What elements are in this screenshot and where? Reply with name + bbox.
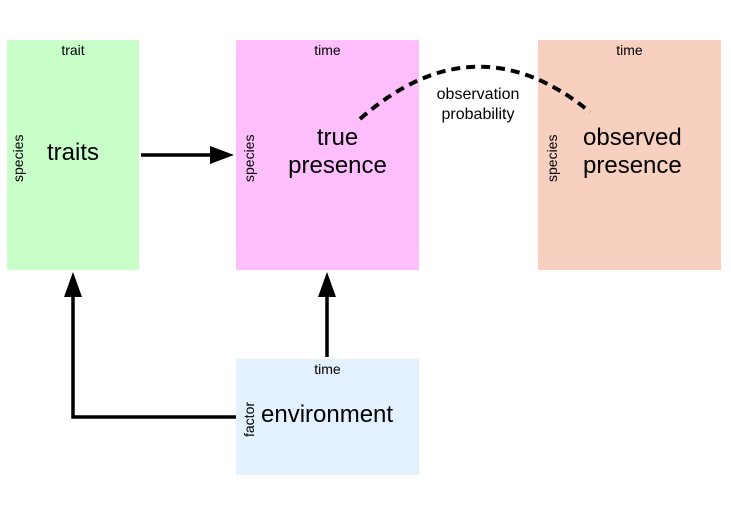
environment-box: time factor environment <box>236 359 419 475</box>
true-presence-box: time species true presence <box>236 40 419 270</box>
observation-probability-label: observation probability <box>423 85 533 125</box>
true-presence-time-label: time <box>314 42 341 58</box>
observed-presence-line2: presence <box>583 152 682 179</box>
environment-to-presence-arrowhead <box>318 272 336 297</box>
environment-to-traits-arrowhead <box>64 272 82 297</box>
environment-title: environment <box>261 401 394 428</box>
traits-to-presence-arrowhead <box>210 146 234 164</box>
observed-presence-line1: observed <box>583 124 682 151</box>
observed-presence-title: observed presence <box>583 124 682 180</box>
observation-line2: probability <box>441 106 515 123</box>
observation-line1: observation <box>436 86 520 103</box>
true-presence-line2: presence <box>288 152 387 179</box>
true-presence-title: true presence <box>256 124 419 180</box>
true-presence-line1: true <box>316 124 359 151</box>
environment-time-label: time <box>314 361 341 377</box>
observed-presence-box: time species observed presence <box>538 40 721 270</box>
observed-presence-time-label: time <box>616 42 643 58</box>
observation-probability-arc <box>358 64 592 121</box>
traits-dimension-label: trait <box>61 42 85 58</box>
traits-title: traits <box>46 139 99 166</box>
environment-to-traits-arrow-shaft <box>71 296 236 419</box>
traits-box: trait species traits <box>7 40 139 270</box>
